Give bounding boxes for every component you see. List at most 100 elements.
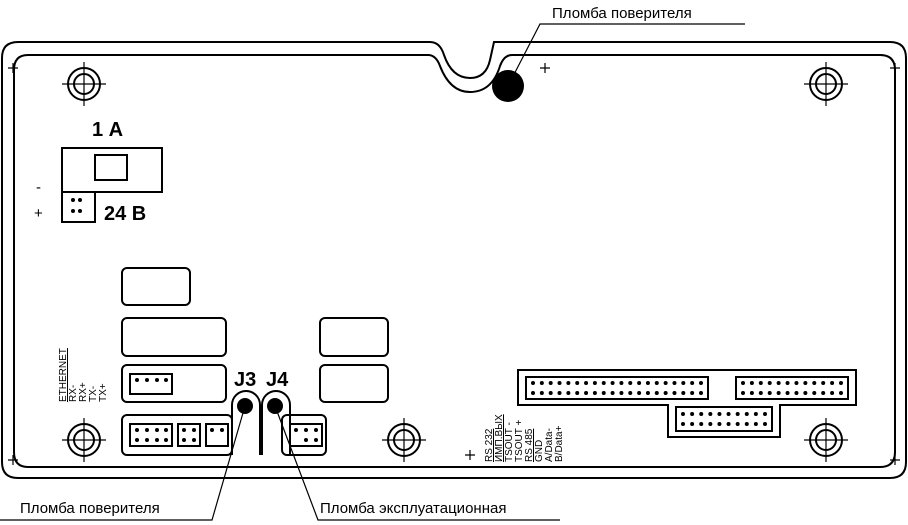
connector-pin (758, 381, 763, 385)
connector-pin (735, 422, 740, 426)
connector-pin (566, 381, 571, 385)
connector-pin (531, 381, 535, 385)
callout-leader-bottom-left (0, 405, 246, 521)
interface-connector-2 (735, 376, 849, 400)
fuse-rating-label: 1 А (92, 119, 123, 141)
module-slot-right-1 (319, 317, 389, 357)
connector-pin (628, 381, 633, 385)
label-tsout-plus: TSOUT + (514, 420, 525, 462)
label-a-data-minus: A/Data- (544, 428, 555, 462)
callout-leader-top (507, 23, 745, 87)
connector-pin (557, 381, 562, 385)
screw-bottom-right (804, 418, 848, 462)
power-connector (61, 192, 96, 223)
connector-pin (575, 381, 580, 385)
connector-pin (531, 391, 535, 395)
jumper-j4-label: J4 (266, 369, 289, 391)
connector-pin (619, 381, 624, 385)
connector-pin (539, 391, 544, 395)
jumper-j4-housing (261, 390, 291, 455)
connector-pin (699, 412, 704, 416)
connector-pin (812, 391, 817, 395)
connector-pin (592, 391, 597, 395)
connector-pin (741, 391, 745, 395)
connector-pin (681, 412, 685, 416)
connector-pin (584, 391, 589, 395)
connector-pin (672, 391, 677, 395)
connector-pin (744, 422, 749, 426)
label-tsout-minus: TSOUT - (504, 422, 515, 462)
connector-pin (539, 381, 544, 385)
connector-pin (763, 412, 767, 416)
label-pulse-out: ИМП.ВЫХ (494, 414, 505, 462)
ethernet-pin-rx-minus: RX- (68, 385, 79, 402)
connector-pin (749, 381, 754, 385)
connector-pin (637, 381, 642, 385)
connector-pin (601, 381, 606, 385)
ethernet-pin-tx-plus: TX+ (98, 383, 109, 402)
connector-pin (785, 391, 790, 395)
ethernet-title: ETHERNET (58, 348, 69, 402)
interface-connector-1 (525, 376, 709, 400)
connector-pin (601, 391, 606, 395)
connector-pin (645, 391, 650, 395)
ethernet-module (121, 364, 227, 403)
connector-pin (726, 412, 731, 416)
jumper-j3-housing (231, 390, 261, 455)
screw-top-right (804, 62, 848, 106)
connector-pin (557, 391, 562, 395)
connector-pin (681, 381, 686, 385)
connector-pin (699, 381, 703, 385)
connector-pin (794, 391, 799, 395)
connector-pin (699, 422, 704, 426)
interface-connector-housing (517, 369, 857, 438)
jumper-j3-label: J3 (234, 369, 256, 391)
connector-pin (753, 412, 758, 416)
power-minus-label: - (36, 179, 41, 196)
connector-pin (654, 381, 659, 385)
screw-bottom-middle (382, 418, 426, 462)
power-connector-pins (71, 198, 82, 213)
connector-pin (610, 391, 615, 395)
connector-pin (717, 422, 722, 426)
connector-pin (645, 381, 650, 385)
label-gnd: GND (534, 440, 545, 462)
corner-marks (8, 63, 900, 465)
ethernet-connector (129, 373, 173, 395)
fuse-holder (61, 147, 163, 193)
fuse (94, 154, 128, 181)
connector-pin (672, 381, 677, 385)
connector-pin (708, 412, 713, 416)
power-plus-label: + (34, 205, 43, 222)
module-slot-1 (121, 267, 191, 306)
connector-pin (690, 391, 695, 395)
screw-bottom-left (62, 418, 106, 462)
connector-pin (803, 391, 808, 395)
connector-pin (821, 381, 826, 385)
connector-pin (681, 422, 685, 426)
connector-pin (548, 391, 553, 395)
callout-leader-bottom-right (274, 405, 560, 521)
connector-pin (785, 381, 790, 385)
connector-pin (741, 381, 745, 385)
connector-pin (830, 391, 835, 395)
connector-pin (654, 391, 659, 395)
label-rs232: RS 232 (484, 428, 495, 462)
ethernet-pin-tx-minus: TX- (88, 386, 99, 402)
module-slot-2 (121, 317, 227, 357)
connector-pin (663, 391, 668, 395)
connector-pin (610, 381, 615, 385)
voltage-label: 24 В (104, 203, 146, 225)
connector-pin (708, 422, 713, 426)
connector-pin (758, 391, 763, 395)
connector-pin (681, 391, 686, 395)
callout-bottom-left-seal: Пломба поверителя (20, 500, 160, 517)
connector-pin (776, 381, 781, 385)
connector-pin (584, 381, 589, 385)
connector-pin (821, 391, 826, 395)
connector-pin (794, 381, 799, 385)
connector-pin (744, 412, 749, 416)
connector-pin (749, 391, 754, 395)
housing-inner-outline (13, 54, 896, 468)
